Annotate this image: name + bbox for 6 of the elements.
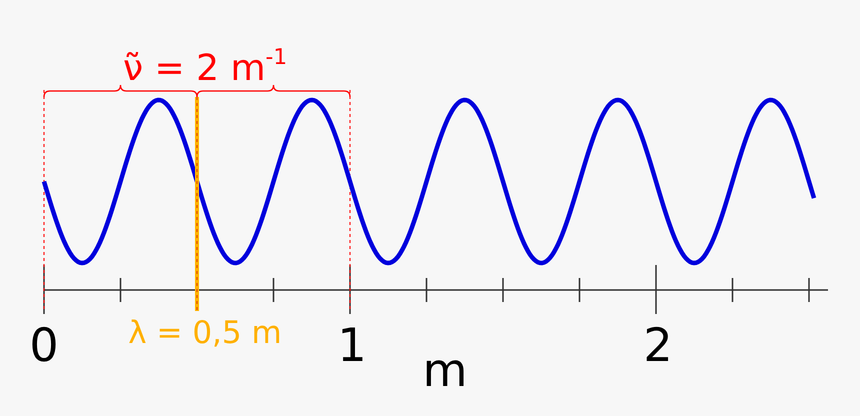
unit-label: m xyxy=(422,347,468,393)
tick-label: 0 xyxy=(29,322,59,368)
tick-label: 2 xyxy=(643,322,673,368)
tick-label: 1 xyxy=(337,322,367,368)
wavelength-label: λ = 0,5 m xyxy=(128,318,282,349)
wavenumber-label: ν̃ = 2 m$^{-1}$ xyxy=(122,47,288,88)
